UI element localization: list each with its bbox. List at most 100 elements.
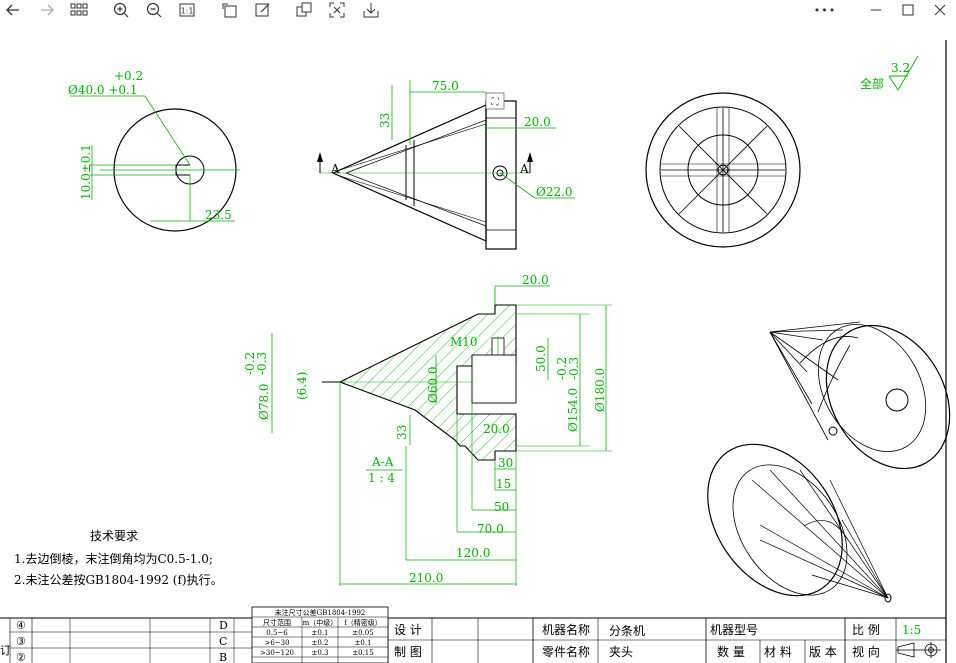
section-marker-left: A (330, 162, 340, 176)
save-icon[interactable] (362, 0, 380, 20)
zoom-in-icon[interactable] (112, 0, 130, 20)
dim-thread-m10: M10 (450, 335, 478, 349)
dim-50b: 50 (494, 500, 509, 514)
dim-height-33: 33 (378, 113, 392, 128)
tol-header-fine: f（精密级） (344, 618, 382, 627)
dim-15: 15 (496, 477, 511, 491)
design-label: 设 计 (394, 623, 422, 637)
grid-view-icon[interactable] (69, 0, 89, 20)
tol-row-2-medium: ±0.2 (312, 639, 329, 647)
copy-icon[interactable] (295, 0, 313, 20)
rev-letter-b: B (219, 651, 227, 663)
roughness-symbol: 全部 3.2 (860, 55, 919, 91)
technical-requirements: 技术要求 1.去边倒棱，末注倒角均为C0.5-1.0; 2.未注公差按GB180… (14, 529, 223, 587)
dim-width-10: 10.0±0.1 (79, 144, 93, 200)
tol-154-upper: -0.2 (555, 357, 569, 380)
dim-120: 120.0 (456, 546, 490, 560)
tol-row-2-range: >6~30 (264, 639, 289, 647)
maximize-icon[interactable] (899, 0, 917, 20)
rev-letter-d: D (219, 619, 228, 632)
section-label-scale: 1 : 4 (368, 471, 395, 485)
flange-outline (485, 100, 517, 250)
notes-title: 技术要求 (90, 529, 138, 543)
back-arrow-icon[interactable] (4, 0, 22, 20)
tol-154-lower: -0.3 (567, 357, 581, 380)
forward-arrow-icon[interactable] (38, 0, 56, 20)
tol-header-medium: m（中级） (303, 618, 338, 627)
minimize-icon[interactable] (867, 0, 885, 20)
title-block: 设 计 制 图 机器名称 分条机 零件名称 夹头 机器型号 数 量 材 料 版 … (0, 606, 946, 663)
tol-row-1-medium: ±0.1 (312, 629, 329, 637)
side-view: A A 75.0 33 20.0 Ø22.0 ⛶ (317, 79, 575, 250)
fullscreen-icon[interactable] (328, 0, 346, 20)
dim-diameter-180: Ø180.0 (593, 368, 607, 412)
scale-value: 1:5 (902, 623, 921, 637)
dim-width-20: 20.0 (524, 115, 551, 129)
scan-icon: ⛶ (491, 97, 500, 108)
part-name-label: 零件名称 (542, 644, 590, 659)
dim-50: 50.0 (534, 345, 548, 372)
section-marker-right: A (519, 162, 529, 176)
dim-30: 30 (498, 456, 513, 470)
tol-row-1-range: 0.5~6 (266, 629, 288, 637)
dim-6-4: (6.4) (295, 372, 309, 400)
actual-size-icon[interactable]: 1:1 (178, 0, 196, 20)
tol-table-title: 未注尺寸公差GB1804-1992 (275, 608, 366, 617)
dim-210: 210.0 (409, 571, 443, 585)
roughness-value: 3.2 (891, 61, 910, 75)
dim-23-5: 23.5 (205, 208, 232, 222)
rev-number-4: ④ (16, 619, 26, 632)
dim-diameter-22: Ø22.0 (536, 185, 573, 199)
view-direction-label: 视 向 (852, 644, 880, 659)
rev-number-2: ② (16, 651, 26, 663)
scale-label: 比 例 (852, 623, 880, 637)
cad-drawing-canvas: +0.2 Ø40.0 +0.1 10.0±0.1 23.5 A A 75.0 3… (0, 40, 951, 663)
dim-diameter-154: Ø154.0 (566, 388, 580, 432)
section-label-name: A-A (371, 455, 394, 469)
zoom-out-icon[interactable] (145, 0, 163, 20)
section-view-aa: (6.4) Ø78.0 -0.2 -0.3 20.0 M10 Ø60.0 33 … (243, 273, 612, 586)
dim-width-20b: 20.0 (483, 422, 510, 436)
tol-row-3-fine: ±0.15 (352, 649, 373, 657)
dim-length-75: 75.0 (432, 79, 459, 93)
tol-row-3-range: >30~120 (260, 649, 294, 657)
notes-line-1: 1.去边倒棱，末注倒角均为C0.5-1.0; (14, 551, 213, 566)
quantity-label: 数 量 (717, 644, 745, 659)
close-icon[interactable] (931, 0, 949, 20)
dim-height-33b: 33 (395, 425, 409, 440)
projection-symbol-icon (896, 642, 941, 658)
machine-model-label: 机器型号 (710, 623, 758, 637)
dim-diameter-60: Ø60.0 (426, 366, 440, 403)
binding-side-char: 订 (0, 644, 11, 657)
dim-diameter-40: Ø40.0 +0.1 (68, 83, 138, 97)
rev-letter-c: C (219, 635, 227, 648)
tol-row-1-fine: ±0.05 (352, 629, 373, 637)
front-view: +0.2 Ø40.0 +0.1 10.0±0.1 23.5 (68, 69, 240, 232)
dim-top-20: 20.0 (522, 273, 549, 287)
tol-row-3-medium: ±0.3 (312, 649, 329, 657)
draft-label: 制 图 (394, 645, 422, 659)
isometric-view-lower (707, 443, 892, 603)
part-name-value: 夹头 (609, 645, 633, 659)
tol-header-range: 尺寸范围 (263, 618, 291, 627)
material-label: 材 料 (764, 645, 792, 659)
more-options-button[interactable]: ••• (813, 3, 837, 17)
dim-diameter-78: Ø78.0 (257, 383, 271, 420)
dim-70: 70.0 (477, 522, 504, 536)
roughness-prefix: 全部 (860, 76, 884, 91)
notes-line-2: 2.未注公差按GB1804-1992 (f)执行。 (14, 572, 223, 587)
rotate-icon[interactable] (220, 0, 240, 20)
edit-icon[interactable] (254, 0, 272, 20)
end-view (645, 92, 801, 248)
tol-78-upper: -0.2 (243, 352, 257, 375)
svg-text:1:1: 1:1 (181, 7, 194, 16)
isometric-view-upper (769, 321, 951, 470)
tol-78-lower: -0.3 (255, 352, 269, 375)
dim-tolerance-plus02: +0.2 (114, 69, 143, 83)
version-label: 版 本 (809, 645, 837, 659)
machine-name-label: 机器名称 (542, 622, 590, 637)
rev-number-3: ③ (16, 635, 26, 648)
viewer-toolbar: 1:1 ••• (0, 0, 956, 22)
machine-name-value: 分条机 (609, 624, 645, 638)
tol-row-2-fine: ±0.1 (355, 639, 372, 647)
